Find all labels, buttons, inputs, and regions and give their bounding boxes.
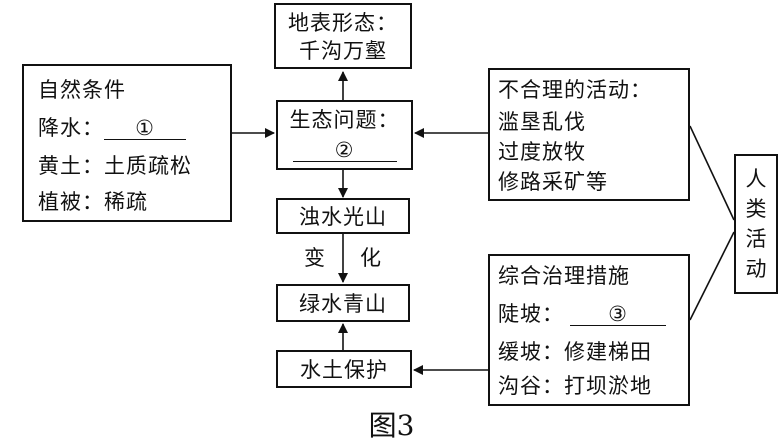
change-right: 化 [360, 246, 381, 270]
protect-text: 水土保护 [300, 358, 388, 382]
unreasonable-activities-box: 不合理的活动： 滥垦乱伐 过度放牧 修路采矿等 [488, 68, 690, 201]
muddy-water-box: 浊水光山 [276, 198, 410, 234]
landform-title: 地表形态： [288, 11, 398, 35]
natural-title: 自然条件 [38, 78, 126, 102]
rain-label: 降水： [38, 116, 104, 140]
bad-title: 不合理的活动： [498, 78, 652, 102]
rain-blank: ① [104, 117, 186, 140]
human-char-4: 动 [745, 257, 767, 281]
landform-value: 千沟万壑 [299, 39, 387, 63]
human-char-1: 人 [745, 167, 767, 191]
measures-title: 综合治理措施 [498, 264, 630, 288]
human-char-3: 活 [745, 227, 767, 251]
steep-blank: ③ [570, 303, 666, 326]
human-activity-box: 人 类 活 动 [734, 154, 778, 294]
measures-gully: 沟谷：打坝淤地 [498, 374, 652, 398]
line-human-to-measures [689, 231, 735, 321]
figure-caption: 图3 [368, 409, 415, 442]
soil-protection-box: 水土保护 [276, 350, 412, 388]
bad-item-3: 修路采矿等 [498, 170, 608, 194]
bad-item-2: 过度放牧 [498, 140, 586, 164]
eco-blank: ② [292, 139, 397, 162]
line-human-to-bad [689, 125, 735, 221]
landform-box: 地表形态： 千沟万壑 [274, 3, 412, 69]
human-char-2: 类 [745, 197, 767, 221]
natural-conditions-box: 自然条件 降水：① 黄土：土质疏松 植被：稀疏 [22, 64, 232, 222]
muddy-text: 浊水光山 [299, 205, 387, 229]
green-mountains-box: 绿水青山 [276, 284, 410, 322]
steep-label: 陡坡： [498, 302, 564, 326]
measures-gentle: 缓坡：修建梯田 [498, 340, 652, 364]
green-text: 绿水青山 [299, 292, 387, 316]
natural-rain: 降水：① [38, 116, 186, 140]
measures-box: 综合治理措施 陡坡： ③ 缓坡：修建梯田 沟谷：打坝淤地 [488, 254, 690, 406]
change-left: 变 [304, 246, 325, 270]
eco-blank-row: ② [278, 138, 411, 162]
natural-soil: 黄土：土质疏松 [38, 154, 192, 178]
eco-problem-box: 生态问题： ② [276, 100, 413, 170]
eco-title: 生态问题： [289, 108, 400, 132]
natural-vegetation: 植被：稀疏 [38, 190, 148, 214]
bad-item-1: 滥垦乱伐 [498, 110, 586, 134]
measures-steep: 陡坡： ③ [498, 302, 666, 326]
